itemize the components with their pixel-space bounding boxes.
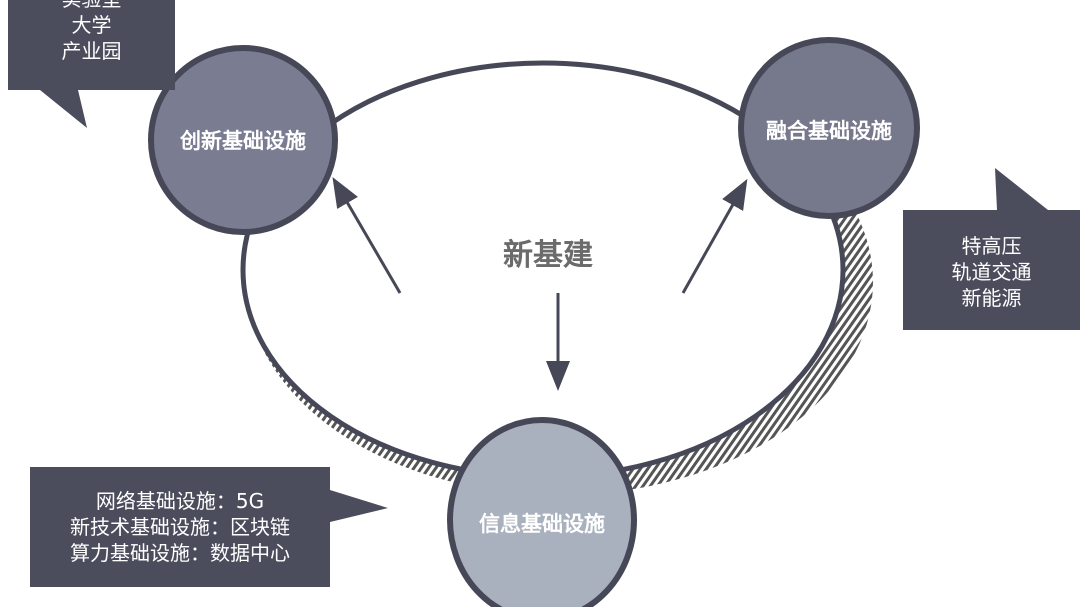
node-fusion-label: 融合基础设施: [766, 119, 892, 143]
node-information-label: 信息基础设施: [479, 512, 605, 536]
callout-item: 产业园: [61, 39, 122, 63]
callout-item: 大学: [71, 13, 112, 37]
callout-fusion: 特高压 轨道交通 新能源: [903, 233, 1080, 311]
callout-item: 轨道交通: [951, 260, 1032, 284]
center-title: 新基建: [503, 238, 593, 273]
node-information: [447, 417, 637, 607]
node-innovation: [148, 45, 338, 235]
callout-item: 新能源: [961, 286, 1022, 310]
arrow-to-fusion: [681, 178, 748, 294]
callout-innovation: 实验室 大学 产业园: [8, 0, 175, 64]
callout-item: 新技术基础设施：区块链: [70, 515, 290, 539]
node-innovation-label: 创新基础设施: [180, 129, 306, 153]
callout-item: 网络基础设施：5G: [95, 489, 265, 513]
arrow-to-innovation: [332, 177, 402, 294]
callout-information: 网络基础设施：5G 新技术基础设施：区块链 算力基础设施：数据中心: [30, 488, 330, 566]
node-fusion: [738, 37, 920, 219]
hatched-shadow: [243, 200, 873, 495]
callout-item: 实验室: [8, 0, 175, 12]
callout-item: 特高压: [961, 234, 1022, 258]
callout-fusion-shape: [903, 168, 1080, 330]
callout-information-shape: [30, 467, 388, 587]
callout-item: 算力基础设施：数据中心: [70, 541, 290, 565]
callout-innovation-shape: [8, 0, 175, 128]
